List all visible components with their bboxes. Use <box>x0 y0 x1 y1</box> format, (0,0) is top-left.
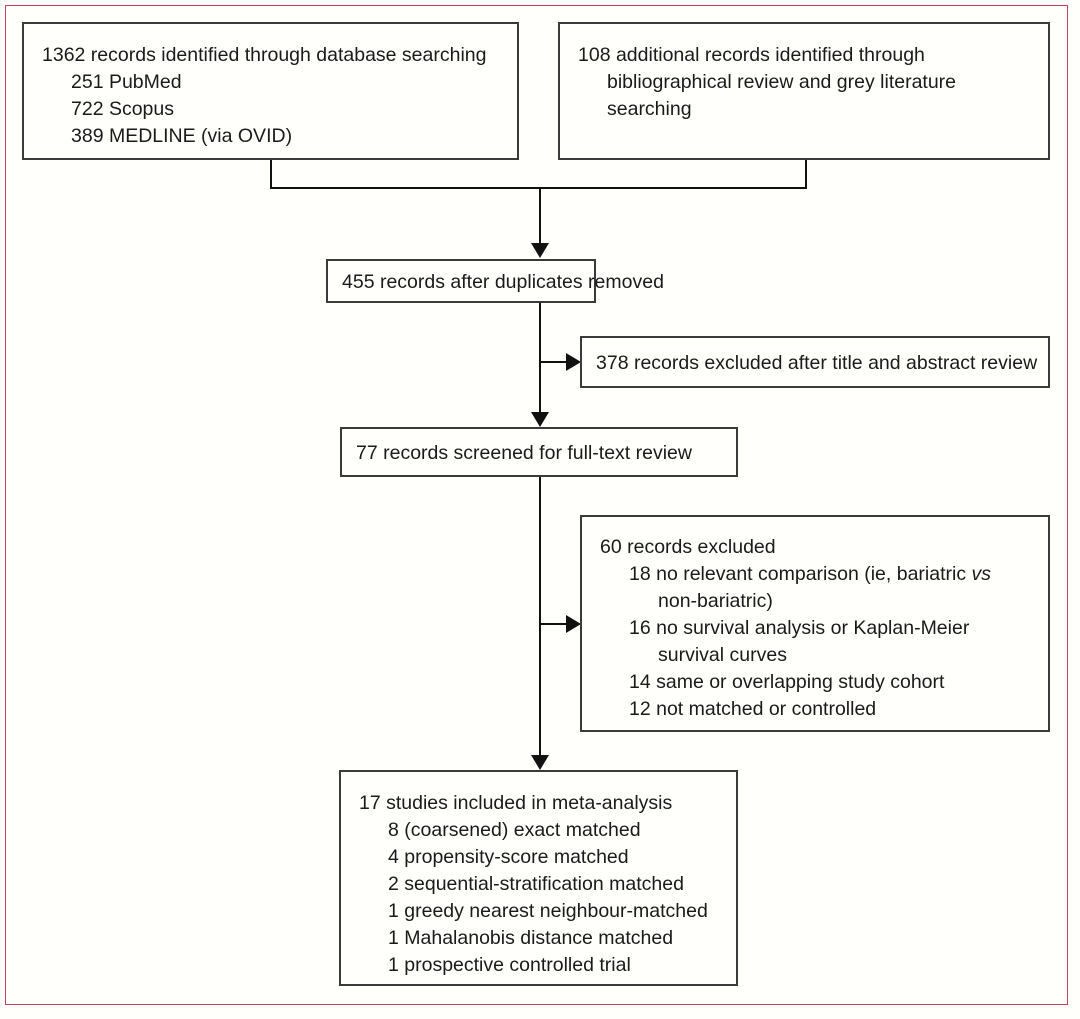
connector-branch-to-excluded-title-abstract <box>541 361 566 363</box>
text-line: 14 same or overlapping study cohort <box>629 671 945 693</box>
box-records-screened-fulltext-text: 77 records screened for full-text review <box>342 429 736 467</box>
text-line: 1 prospective controlled trial <box>388 954 631 976</box>
text-line: 1362 records identified through database… <box>42 44 487 66</box>
box-records-excluded-fulltext: 60 records excluded 18 no relevant compar… <box>580 515 1050 732</box>
box-records-identified-additional-text: 108 additional records identified throug… <box>560 24 1048 123</box>
box-records-after-duplicates: 455 records after duplicates removed <box>326 259 664 303</box>
emphasis-text: vs <box>971 563 992 585</box>
box-records-screened-fulltext: 77 records screened for full-text review <box>340 427 738 477</box>
connector-stub-right <box>805 160 807 189</box>
text-line: 17 studies included in meta-analysis <box>359 792 673 814</box>
box-studies-included-meta-analysis-text: 17 studies included in meta-analysis 8 (c… <box>341 772 736 979</box>
box-records-identified-database: 1362 records identified through database… <box>22 22 519 160</box>
text-line: 108 additional records identified throug… <box>578 44 925 66</box>
text-line: 77 records screened for full-text review <box>356 442 692 464</box>
text-line: 455 records after duplicates removed <box>342 271 664 293</box>
box-records-excluded-title-abstract: 378 records excluded after title and abs… <box>580 336 1050 388</box>
text-line: searching <box>607 98 692 120</box>
text-line: 8 (coarsened) exact matched <box>388 819 641 841</box>
connector-merge-drop <box>539 187 541 243</box>
arrow-to-excluded-title-abstract <box>566 353 581 371</box>
connector-branch-to-excluded-fulltext <box>541 623 566 625</box>
box-records-excluded-title-abstract-text: 378 records excluded after title and abs… <box>582 338 1048 377</box>
arrow-to-excluded-fulltext <box>566 615 581 633</box>
text-line: 4 propensity-score matched <box>388 846 629 868</box>
arrow-to-included-meta-analysis <box>531 755 549 770</box>
text-line: 60 records excluded <box>600 536 776 558</box>
box-records-identified-additional: 108 additional records identified throug… <box>558 22 1050 160</box>
connector-trunk-duplicates-to-screened <box>539 303 541 412</box>
arrow-to-screened-fulltext <box>531 412 549 427</box>
text-line: 251 PubMed <box>71 71 182 93</box>
box-studies-included-meta-analysis: 17 studies included in meta-analysis 8 (c… <box>339 770 738 986</box>
text-line: bibliographical review and grey literatu… <box>607 71 957 93</box>
connector-trunk-screened-to-included <box>539 477 541 755</box>
text-line: non-bariatric) <box>658 590 773 612</box>
text-line: 378 records excluded after title and abs… <box>596 352 1038 374</box>
text-line: 2 sequential-stratification matched <box>388 873 684 895</box>
text-line: 12 not matched or controlled <box>629 698 877 720</box>
box-records-after-duplicates-text: 455 records after duplicates removed <box>328 261 664 296</box>
text-line: survival curves <box>658 644 787 666</box>
arrow-to-after-duplicates <box>531 243 549 258</box>
text-line: 1 greedy nearest neighbour-matched <box>388 900 708 922</box>
box-records-identified-database-text: 1362 records identified through database… <box>24 24 517 150</box>
connector-stub-left <box>270 160 272 189</box>
text-line: 722 Scopus <box>71 98 174 120</box>
text-line: 389 MEDLINE (via OVID) <box>71 125 293 147</box>
box-records-excluded-fulltext-text: 60 records excluded 18 no relevant compar… <box>582 517 1048 723</box>
text-line: 18 no relevant comparison (ie, bariatric… <box>629 563 992 585</box>
text-line: 16 no survival analysis or Kaplan-Meier <box>629 617 970 639</box>
text-line: 1 Mahalanobis distance matched <box>388 927 674 949</box>
connector-merge-bar <box>270 187 807 189</box>
